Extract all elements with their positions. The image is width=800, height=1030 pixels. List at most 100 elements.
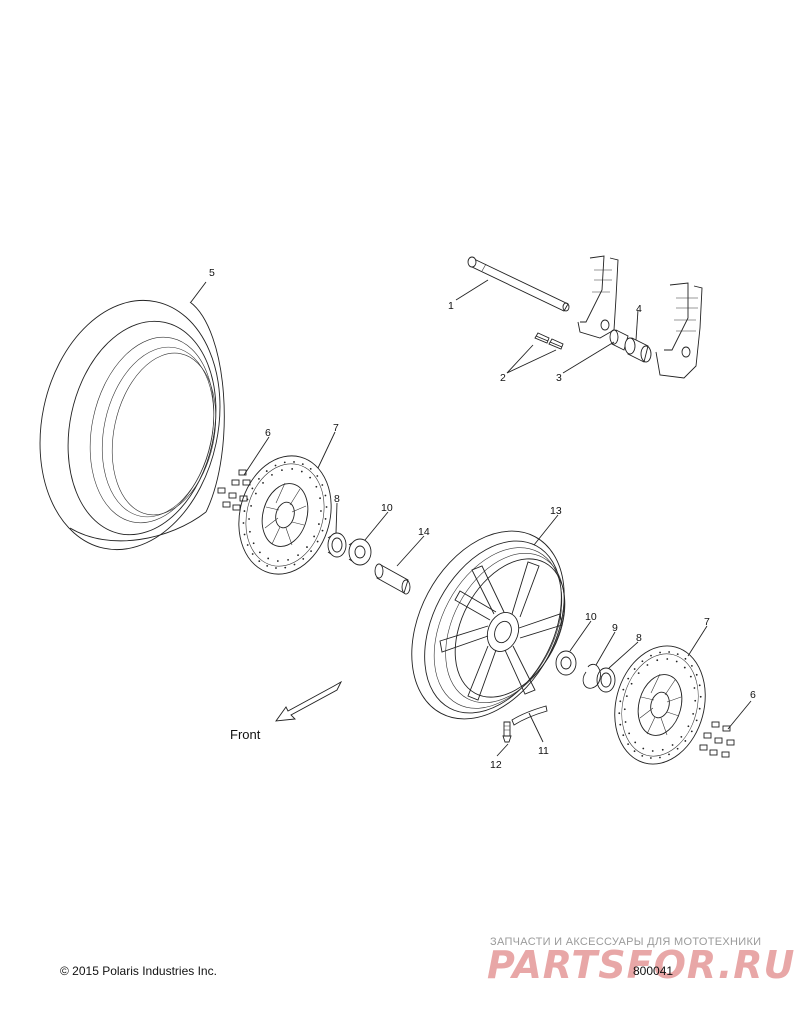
watermark-brand: PARTSFOR.RU: [487, 943, 795, 987]
valve-stem: [502, 721, 512, 743]
rotor-hole: [300, 470, 303, 473]
rotor-hole: [624, 721, 627, 723]
callout-6-right: 6: [750, 689, 756, 701]
rotor-hole: [627, 743, 630, 746]
rotor-hole: [633, 668, 636, 670]
rotor-hole: [254, 492, 257, 495]
rotor-hole: [622, 734, 625, 737]
rotor-hole: [622, 688, 625, 691]
rotor-hole: [641, 660, 644, 663]
rotor-hole: [315, 485, 318, 488]
callout-7-right: 7: [704, 616, 710, 628]
rotor-hole: [276, 560, 279, 562]
rotor-hole: [291, 468, 294, 470]
callout-8-right: 8: [636, 632, 642, 644]
rotor-hole: [320, 510, 322, 512]
drawing-number: 800041: [633, 964, 673, 978]
rotor-hole: [675, 660, 678, 663]
rotor-hole: [659, 651, 661, 654]
fork-leg-left: [577, 255, 619, 339]
rotor-hole: [690, 664, 693, 667]
rotor-hole: [633, 750, 636, 753]
rotor-hole: [246, 498, 249, 501]
callout-4: 4: [636, 303, 642, 315]
leader-lines: [190, 279, 752, 757]
wheel-bearing-left: [327, 532, 347, 558]
callout-5: 5: [209, 267, 215, 279]
watermark-tagline: ЗАПЧАСТИ И АКСЕССУАРЫ ДЛЯ МОТОТЕХНИКИ: [490, 936, 761, 948]
rotor-hole: [321, 484, 324, 486]
rotor-hole: [649, 757, 652, 759]
rotor-hole: [694, 699, 697, 702]
rotor-hole: [680, 736, 683, 738]
wheel-bearing-seal-right: [555, 650, 577, 676]
rotor-hole: [313, 535, 316, 538]
rotor-hole: [252, 542, 255, 545]
rotor-hole: [267, 557, 270, 560]
rotor-hole: [651, 750, 654, 752]
rotor-hole: [271, 473, 273, 476]
callout-1: 1: [448, 300, 454, 312]
rotor-hole: [246, 544, 249, 546]
rotor-hole: [318, 523, 320, 525]
pinch-bolts: [534, 332, 564, 350]
rotor-hole: [634, 741, 637, 744]
rotor-bolts-left: [217, 469, 251, 511]
rotor-hole: [293, 461, 295, 463]
callout-7-left: 7: [333, 422, 339, 434]
rotor-hole: [687, 725, 690, 728]
rotor-hole: [683, 666, 686, 669]
callout-10-left: 10: [381, 502, 393, 514]
rotor-hole: [692, 712, 695, 715]
rotor-hole: [676, 653, 679, 656]
rotor-hole: [641, 754, 644, 757]
tire: [39, 299, 225, 551]
rotor-hole: [646, 664, 649, 666]
callout-13: 13: [550, 505, 562, 517]
rotor-hole: [293, 563, 296, 566]
rotor-hole: [316, 475, 319, 477]
rotor-hole: [637, 672, 640, 674]
front-wheel: [411, 530, 566, 720]
rotor-hole: [324, 494, 327, 497]
wheel-bearing-seal-left: [348, 538, 372, 566]
rotor-hole: [661, 748, 664, 751]
rotor-hole: [242, 522, 245, 524]
rotor-hole: [676, 747, 679, 750]
wheel-weight: [511, 705, 548, 726]
rotor-hole: [684, 740, 687, 742]
rotor-hole: [666, 658, 669, 660]
rotor-hole: [283, 461, 286, 464]
callout-3: 3: [556, 372, 562, 384]
rotor-hole: [287, 558, 289, 561]
callout-11: 11: [538, 745, 549, 757]
rotor-hole: [262, 482, 264, 484]
rotor-hole: [284, 566, 287, 569]
rotor-hole: [265, 470, 268, 472]
rotor-hole: [656, 659, 659, 662]
rotor-hole: [309, 468, 312, 470]
rotor-hole: [699, 695, 702, 698]
rotor-hole: [619, 700, 622, 703]
circlip: [582, 663, 601, 689]
rotor-hole: [698, 707, 701, 710]
rotor-hole: [695, 719, 698, 722]
rotor-hole: [302, 558, 305, 560]
callout-12: 12: [490, 759, 502, 771]
rotor-hole: [275, 567, 277, 569]
front-axle: [467, 256, 570, 312]
rotor-hole: [319, 497, 321, 500]
rotor-hole: [668, 651, 671, 653]
rotor-hole: [274, 464, 277, 467]
brake-rotor-right: [614, 645, 706, 765]
rotor-hole: [258, 560, 261, 562]
rotor-hole: [251, 487, 254, 490]
rotor-hole: [623, 708, 626, 711]
callout-14: 14: [418, 526, 430, 538]
fork-leg-right: [655, 282, 703, 379]
rotor-hole: [310, 550, 312, 553]
callout-8-left: 8: [334, 493, 340, 505]
rotor-hole: [324, 518, 327, 520]
wheel-bearing-right: [596, 667, 616, 693]
callout-9: 9: [612, 622, 618, 634]
